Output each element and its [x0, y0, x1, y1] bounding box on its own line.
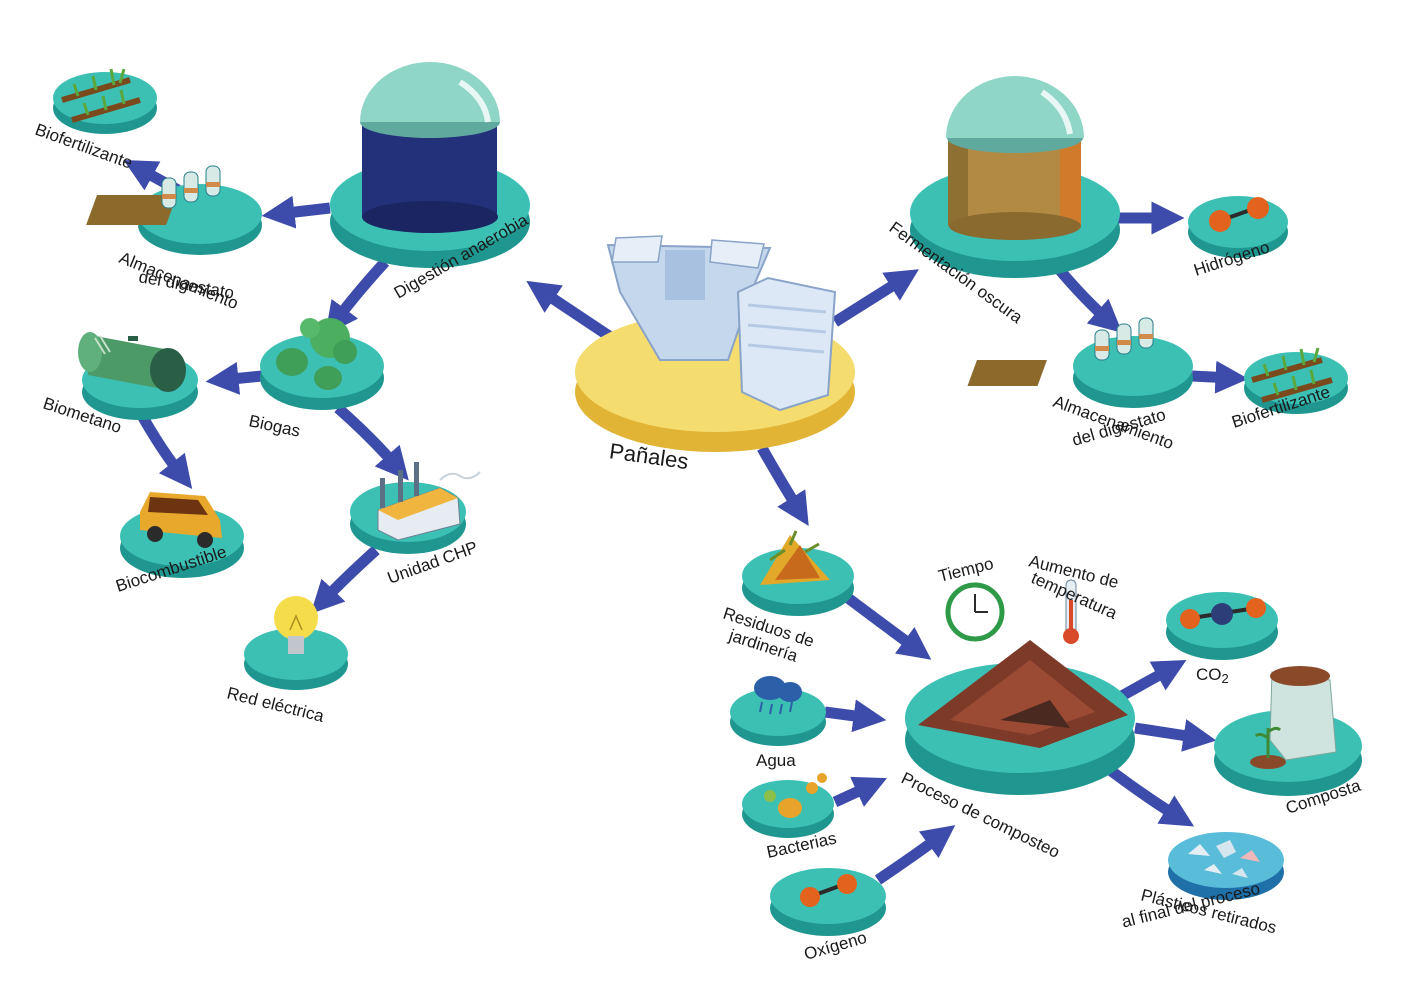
- electric-grid-node: Red eléctrica: [225, 596, 348, 726]
- chp-unit-node: Unidad CHP: [350, 462, 481, 588]
- car-icon: [140, 492, 222, 548]
- leaves-pile-icon: [760, 530, 830, 585]
- plastic-fragments-icon: [1188, 840, 1260, 878]
- fermenter-tank-icon: [946, 76, 1084, 240]
- bacteria-node: Bacterias: [742, 773, 838, 862]
- garden-waste-node: Residuos de jardinería: [721, 530, 854, 666]
- time-indicator: Tiempo: [936, 554, 1005, 642]
- arrow-storage-to-biofertilizer-right: [1191, 360, 1249, 394]
- o2-molecule-icon: [800, 874, 857, 907]
- arrow-biogas-to-chp: [334, 403, 409, 481]
- arrow-center-to-anaerobic: [526, 280, 616, 343]
- h2-molecule-icon: [1209, 197, 1269, 232]
- hydrogen-node: Hidrógeno: [1188, 196, 1288, 280]
- arrow-water-to-compost: [824, 699, 887, 733]
- crops-icon: [61, 68, 141, 123]
- biofertilizer-node-left: Biofertilizante: [33, 68, 157, 173]
- storage-tanks-icon: [86, 165, 221, 225]
- arrow-center-to-dark-fermentation: [832, 269, 919, 327]
- compost-product-node: Composta: [1214, 666, 1363, 818]
- arrow-biomethane-to-biofuel: [135, 409, 193, 489]
- compost-bag-icon: [1250, 666, 1337, 769]
- co2-molecule-icon: [1180, 598, 1266, 629]
- oxygen-node: Oxígeno: [770, 868, 886, 964]
- center-diapers-node: Pañales: [575, 235, 855, 474]
- co2-label: CO2: [1196, 665, 1229, 686]
- water-node: Agua: [730, 676, 826, 770]
- digester-tank-icon: [360, 62, 500, 233]
- arrow-compost-to-composta: [1134, 719, 1217, 752]
- arrow-oxygen-to-compost: [874, 825, 956, 885]
- arrow-biogas-to-biomethane: [205, 361, 263, 395]
- water-label: Agua: [756, 751, 796, 770]
- crops-icon-right: [1251, 347, 1333, 403]
- rain-cloud-icon: [754, 676, 802, 715]
- storage-digestate-node-left: Almacenamiento del digestato: [86, 165, 262, 313]
- anaerobic-digestion-node: Digestión anaerobia: [330, 62, 532, 302]
- co2-main: CO: [1196, 665, 1222, 684]
- arrow-anaerobic-to-biogas: [325, 258, 390, 336]
- arrow-bacteria-to-compost: [832, 776, 887, 807]
- compost-pile-icon: [918, 640, 1128, 748]
- light-bulb-icon: [274, 596, 318, 654]
- biomethane-node: Biometano: [41, 332, 198, 437]
- pull-up-diaper-icon: [736, 276, 837, 412]
- gas-cloud-icon: [276, 318, 357, 390]
- storage-digestate-node-right: Almacenamiento del digestato: [967, 317, 1193, 453]
- arrow-center-to-composting-garden: [757, 445, 809, 526]
- arrow-dark-to-storage: [1053, 264, 1123, 333]
- time-label: Tiempo: [936, 554, 995, 586]
- plastics-node: Plásticos retirados al final del proceso: [1120, 832, 1284, 937]
- diaper-icon: [606, 235, 772, 361]
- temperature-indicator: Aumento de temperatura: [1027, 551, 1121, 644]
- bacteria-icon: [764, 773, 827, 818]
- biogas-node: Biogas: [247, 318, 384, 441]
- co2-node: CO2: [1166, 592, 1278, 686]
- arrow-chp-to-grid: [310, 545, 380, 614]
- composting-process-node: Proceso de composteo: [898, 640, 1135, 862]
- arrow-anaerobic-to-storage: [261, 195, 331, 229]
- arrow-compost-to-co2: [1115, 659, 1187, 703]
- biofertilizer-node-right: Biofertilizante: [1229, 347, 1348, 432]
- storage-tanks-icon-right: [967, 317, 1154, 386]
- arrow-compost-to-plastics: [1106, 765, 1195, 827]
- biofuel-node: Biocombustible: [113, 492, 244, 596]
- dark-fermentation-node: Fermentación oscura: [886, 76, 1120, 327]
- power-plant-icon: [377, 462, 481, 541]
- arrow-garden-to-compost: [844, 593, 932, 660]
- arrows: [123, 160, 1249, 885]
- biogas-label: Biogas: [247, 411, 302, 440]
- co2-subscript: 2: [1222, 671, 1229, 686]
- gas-tank-icon: [78, 332, 186, 392]
- grid-label: Red eléctrica: [225, 683, 326, 726]
